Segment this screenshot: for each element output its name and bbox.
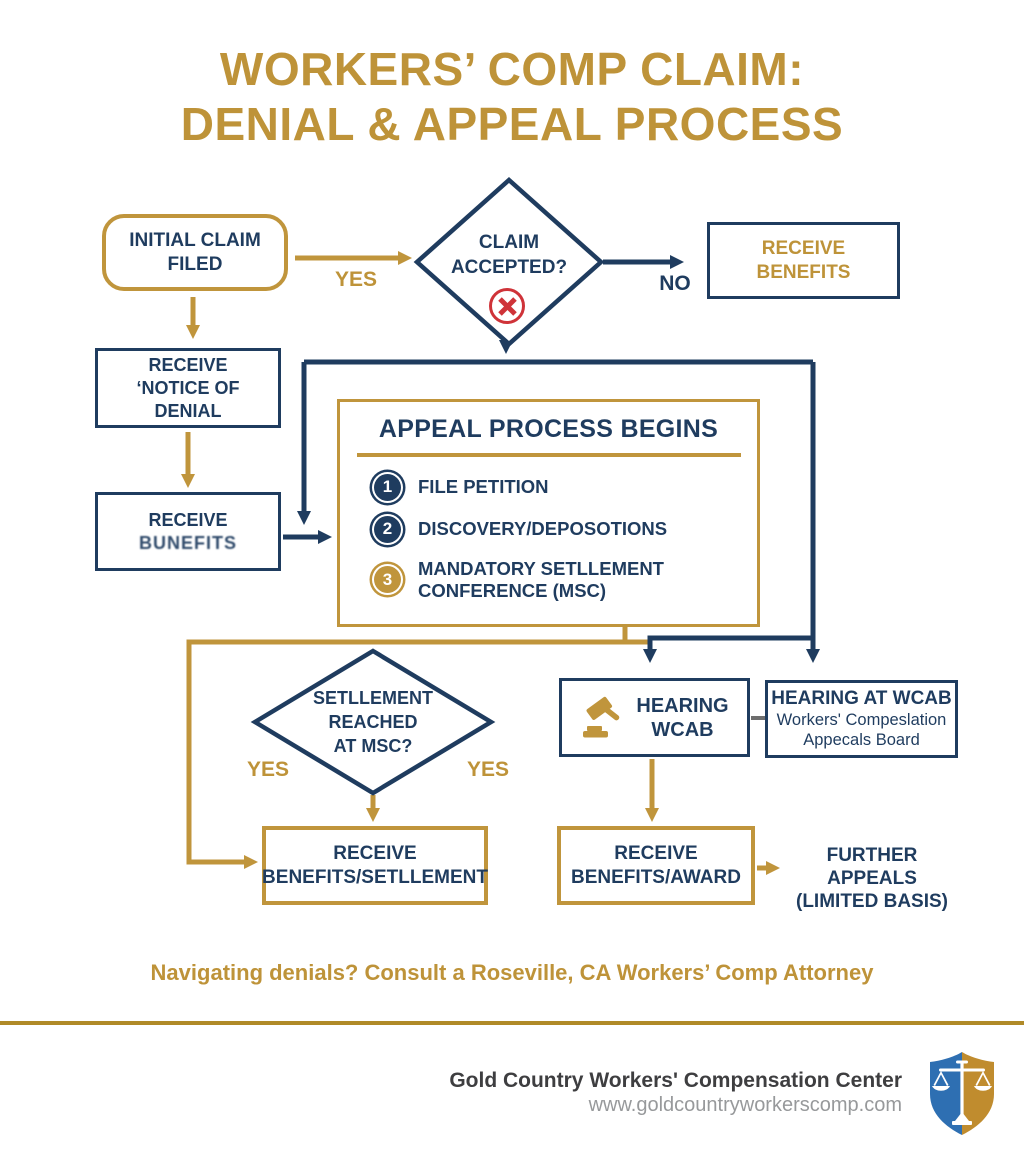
node-text: RECEIVE [148,354,228,375]
node-text: FILED [167,253,223,275]
diamond-text-line: SETLLEMENT [313,688,433,708]
company-logo [924,1050,1000,1143]
node-text: RECEIVE [761,237,846,259]
claim-accepted-text: CLAIM ACCEPTED? [424,230,594,280]
node-text: BENEFITS [756,261,851,283]
node-text-garbled: BUNEFITS [139,532,237,553]
further-appeals-line2: (LIMITED BASIS) [796,891,948,912]
node-hearing-wcab: HEARING WCAB [559,678,750,757]
settlement-question-text: SETLLEMENT REACHED AT MSC? [288,686,458,758]
diamond-text-line: CLAIM [478,232,540,253]
footer-divider [0,1021,1024,1025]
company-url: www.goldcountryworkerscomp.com [588,1094,902,1116]
x-glyph [497,296,517,316]
node-text: RECEIVE [333,842,417,864]
node-text: Appecals Board [803,731,920,749]
node-initial-claim-filed: INITIAL CLAIM FILED [102,214,288,291]
label-yes-left: YES [246,758,290,781]
appeal-steps-list: 1 FILE PETITION 2 DISCOVERY/DEPOSOTIONS … [370,473,757,602]
cta-text: Navigating denials? Consult a Roseville,… [150,960,874,985]
further-appeals-text: FURTHER APPEALS (LIMITED BASIS) [780,844,964,913]
scales-shield-icon [930,1052,994,1135]
node-text: Workers' Compeslation [776,711,947,729]
node-text: BENEFITS/AWARD [571,866,741,888]
diamond-text-line: AT MSC? [333,736,413,756]
appeal-title-underline [356,453,741,457]
step-3-label: MANDATORY SETLLEMENT CONFERENCE (MSC) [418,558,664,602]
node-text: HEARING [636,694,729,717]
step-3-label-line1: MANDATORY SETLLEMENT [418,557,664,579]
diamond-text-line: REACHED [328,712,418,732]
appeal-panel-title: APPEAL PROCESS BEGINS [378,415,719,443]
node-text: WCAB [651,718,714,741]
step-1-label: FILE PETITION [418,476,549,497]
node-text: DENIAL [154,400,222,421]
company-name: Gold Country Workers' Compensation Cente… [449,1069,902,1092]
node-hearing-at-wcab-info: HEARING AT WCAB Workers' Compeslation Ap… [765,680,958,758]
hearing-wcab-text: HEARING WCAB [636,694,728,742]
node-receive-benefits-award: RECEIVE BENEFITS/AWARD [557,826,755,905]
appeal-step-2: 2 DISCOVERY/DEPOSOTIONS [370,515,757,543]
node-text: BENEFITS/SETLLEMENT [262,866,488,888]
node-text: INITIAL CLAIM [129,229,261,251]
step-3-number-icon: 3 [374,566,401,593]
step-2-number-icon: 2 [374,515,401,543]
appeal-step-1: 1 FILE PETITION [370,473,757,501]
page-title-line1: WORKERS’ COMP CLAIM: [219,43,805,95]
label-yes-top: YES [334,268,378,291]
appeal-process-panel: APPEAL PROCESS BEGINS 1 FILE PETITION 2 … [337,399,760,627]
route-branch-to-hearing [643,635,813,663]
label-yes-right: YES [466,758,510,781]
footer-text-block: Gold Country Workers' Compensation Cente… [380,1068,902,1117]
gavel-icon [583,696,620,737]
denied-x-icon [489,288,525,324]
step-2-label: DISCOVERY/DEPOSOTIONS [418,518,668,539]
step-1-number-icon: 1 [374,473,401,501]
node-text: RECEIVE [614,842,698,864]
appeal-step-3: 3 MANDATORY SETLLEMENT CONFERENCE (MSC) [370,558,757,602]
node-receive-benefits-settlement: RECEIVE BENEFITS/SETLLEMENT [262,826,488,905]
node-receive-benefits-top: RECEIVE BENEFITS [707,222,900,299]
page-title-line2: DENIAL & APPEAL PROCESS [180,98,844,150]
step-3-label-line2: CONFERENCE (MSC) [418,579,607,601]
diamond-text-line: ACCEPTED? [450,257,568,278]
label-no-top: NO [659,272,691,295]
node-text: RECEIVE [148,509,228,530]
page-title: WORKERS’ COMP CLAIM: DENIAL & APPEAL PRO… [0,42,1024,152]
node-receive-bunefits: RECEIVE BUNEFITS [95,492,281,571]
node-text: ‘NOTICE OF [136,377,240,398]
node-notice-of-denial: RECEIVE ‘NOTICE OF DENIAL [95,348,281,428]
node-text: HEARING AT WCAB [771,688,952,709]
further-appeals-line1: FURTHER APPEALS [826,845,918,889]
